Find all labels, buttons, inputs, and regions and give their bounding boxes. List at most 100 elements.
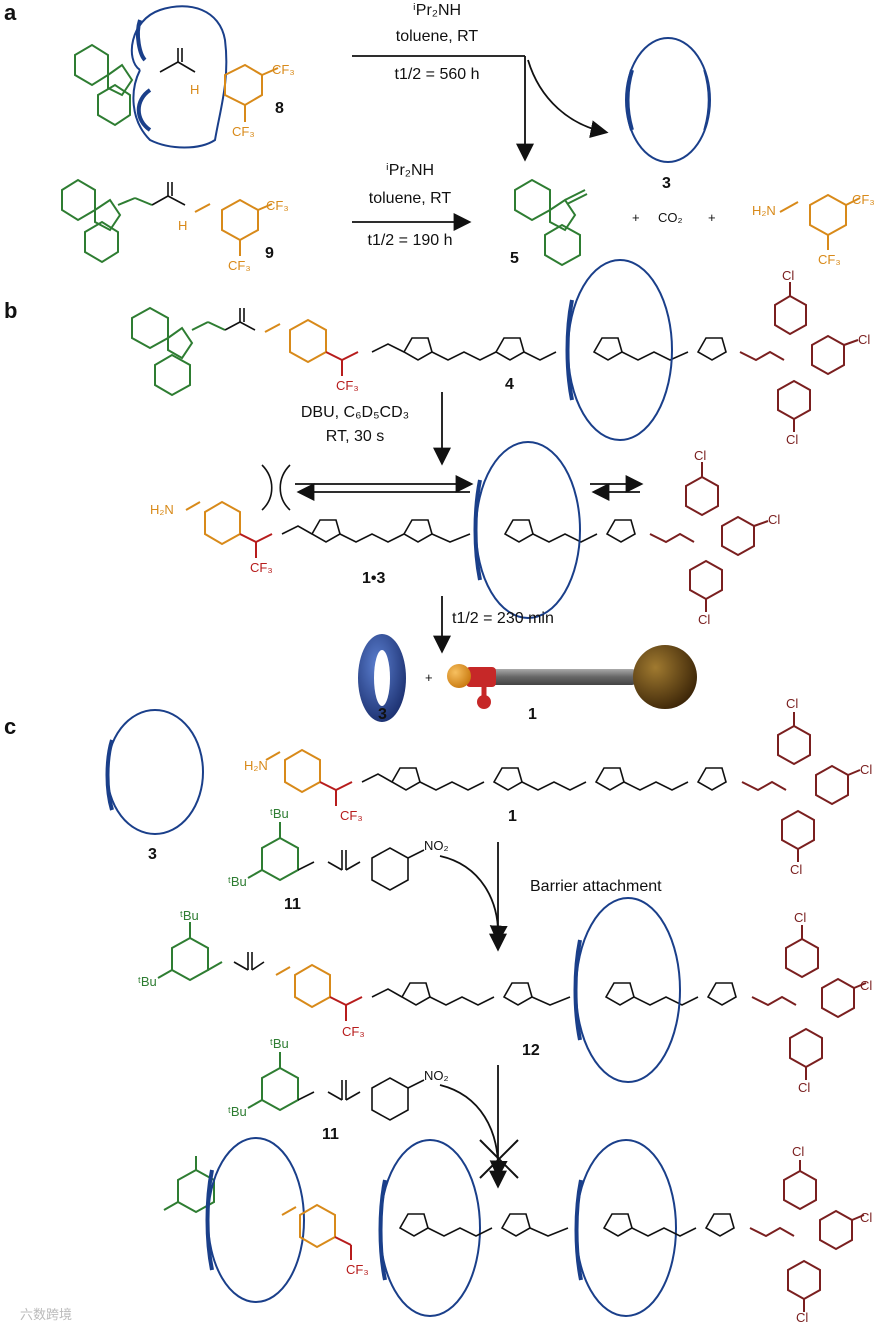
cf3-final: CF₃ (346, 1262, 369, 1277)
fluorenyl-8 (74, 43, 134, 127)
plus-b: + (425, 670, 433, 685)
halflife-b: t1/2 = 230 min (452, 610, 554, 627)
benzylamine-right (779, 193, 861, 250)
cf3-9-bottom: CF₃ (228, 258, 251, 273)
compound-9-label: 9 (265, 245, 274, 262)
aryl-final (281, 1203, 336, 1249)
cf3-1: CF₃ (340, 808, 363, 823)
macrocycle-13 (473, 441, 581, 619)
macrocycle-4 (565, 259, 673, 441)
reagent-a-bottom: ⁱPr₂NH (385, 162, 435, 179)
linker-13 (239, 533, 273, 558)
tbu-12-top: ᵗBu (180, 908, 199, 923)
stopper-12 (751, 925, 867, 1080)
cl-4-bottom: Cl (786, 432, 799, 447)
cl-4-top: Cl (782, 268, 795, 283)
solvent-a-bottom: toluene, RT (368, 190, 452, 207)
plus-a-2: + (708, 210, 716, 225)
nh-9: H (178, 218, 188, 233)
aryl-8 (224, 63, 279, 122)
conditions-b: RT, 30 s (325, 428, 385, 445)
cl-final-right: Cl (860, 1210, 873, 1225)
axle-label: 1 (528, 706, 537, 723)
nitrophenyl-11b (297, 1077, 425, 1121)
cl-12-right: Cl (860, 978, 873, 993)
cf3-13: CF₃ (250, 560, 273, 575)
aryl-13 (185, 500, 241, 546)
cf3-12: CF₃ (342, 1024, 365, 1039)
halflife-a-top: t1/2 = 560 h (394, 66, 480, 83)
compound-1-3-label: 1•3 (362, 570, 386, 587)
no2-a: NO₂ (424, 838, 449, 853)
solvent-a-top: toluene, RT (395, 28, 479, 45)
cl-4-right: Cl (858, 332, 871, 347)
aryl-1 (265, 748, 321, 794)
cl-1-right: Cl (860, 762, 873, 777)
linker-4 (325, 351, 359, 376)
macrocycle-final-3 (574, 1139, 677, 1317)
cf3-amine-top: CF₃ (852, 192, 875, 207)
watermark: 六数跨境 (20, 1307, 73, 1322)
stopper-1 (741, 712, 861, 862)
nh-8: H (190, 82, 200, 97)
compound-11-label-b: 11 (322, 1126, 339, 1143)
di-tBu-aryl-11b (247, 1052, 299, 1112)
cl-13-right: Cl (768, 512, 781, 527)
h2n-c: H₂N (244, 758, 268, 773)
compound-3-label-c: 3 (148, 846, 157, 863)
linker-1 (319, 781, 353, 806)
reagent-b: DBU, C₆D₅CD₃ (300, 404, 410, 421)
di-tBu-aryl-11a (247, 822, 299, 882)
cartoon-ring (358, 634, 406, 722)
macrocycle-3-a (625, 37, 711, 163)
halflife-a-bottom: t1/2 = 190 h (367, 232, 453, 249)
compound-4-label: 4 (505, 376, 514, 393)
nitrophenyl-11a (297, 847, 425, 891)
tbu-11a-top: ᵗBu (270, 806, 289, 821)
linker-final (334, 1236, 352, 1260)
cf3-4: CF₃ (336, 378, 359, 393)
macrocycle-3-c (105, 709, 204, 835)
compound-1-label-c: 1 (508, 808, 517, 825)
dibenzofulvene-5 (514, 178, 588, 267)
compound-12-label: 12 (522, 1042, 540, 1059)
compound-3-label-a: 3 (662, 175, 671, 192)
panel-label-c: c (4, 714, 17, 739)
cl-1-bottom: Cl (790, 862, 803, 877)
axle-4 (371, 337, 727, 361)
tbu-11a-left: ᵗBu (228, 874, 247, 889)
co2-label: CO₂ (658, 210, 683, 225)
axle-final (398, 1213, 735, 1237)
axle-13 (281, 519, 636, 543)
linker-12 (329, 996, 363, 1021)
di-tBu-aryl-12 (157, 922, 223, 982)
cl-final-top: Cl (792, 1144, 805, 1159)
stopper-4 (739, 282, 859, 432)
cl-12-bottom: Cl (798, 1080, 811, 1095)
macrocycle-12 (573, 897, 681, 1083)
compound-5-label: 5 (510, 250, 519, 267)
cf3-amine-bottom: CF₃ (818, 252, 841, 267)
stopper-final (749, 1160, 865, 1312)
cl-13-top: Cl (694, 448, 707, 463)
plus-a-1: + (632, 210, 640, 225)
cl-final-bottom: Cl (796, 1310, 809, 1325)
cl-1-top: Cl (786, 696, 799, 711)
barrier-label: Barrier attachment (530, 878, 662, 895)
cf3-8-bottom: CF₃ (232, 124, 255, 139)
h2n-a: H₂N (752, 203, 776, 218)
tbu-12-left: ᵗBu (138, 974, 157, 989)
h2n-b: H₂N (150, 502, 174, 517)
fluorenyl-9 (61, 178, 153, 264)
cl-13-bottom: Cl (698, 612, 711, 627)
tbu-11b-left: ᵗBu (228, 1104, 247, 1119)
compound-11-label-a: 11 (284, 896, 301, 913)
ring-label: 3 (378, 706, 387, 723)
macrocycle-final-1 (205, 1137, 305, 1303)
cf3-9-top: CF₃ (266, 198, 289, 213)
reagent-a-top: ⁱPr₂NH (412, 2, 462, 19)
compound-8-label: 8 (275, 100, 284, 117)
tbu-11b-top: ᵗBu (270, 1036, 289, 1051)
axle-1 (361, 767, 727, 791)
